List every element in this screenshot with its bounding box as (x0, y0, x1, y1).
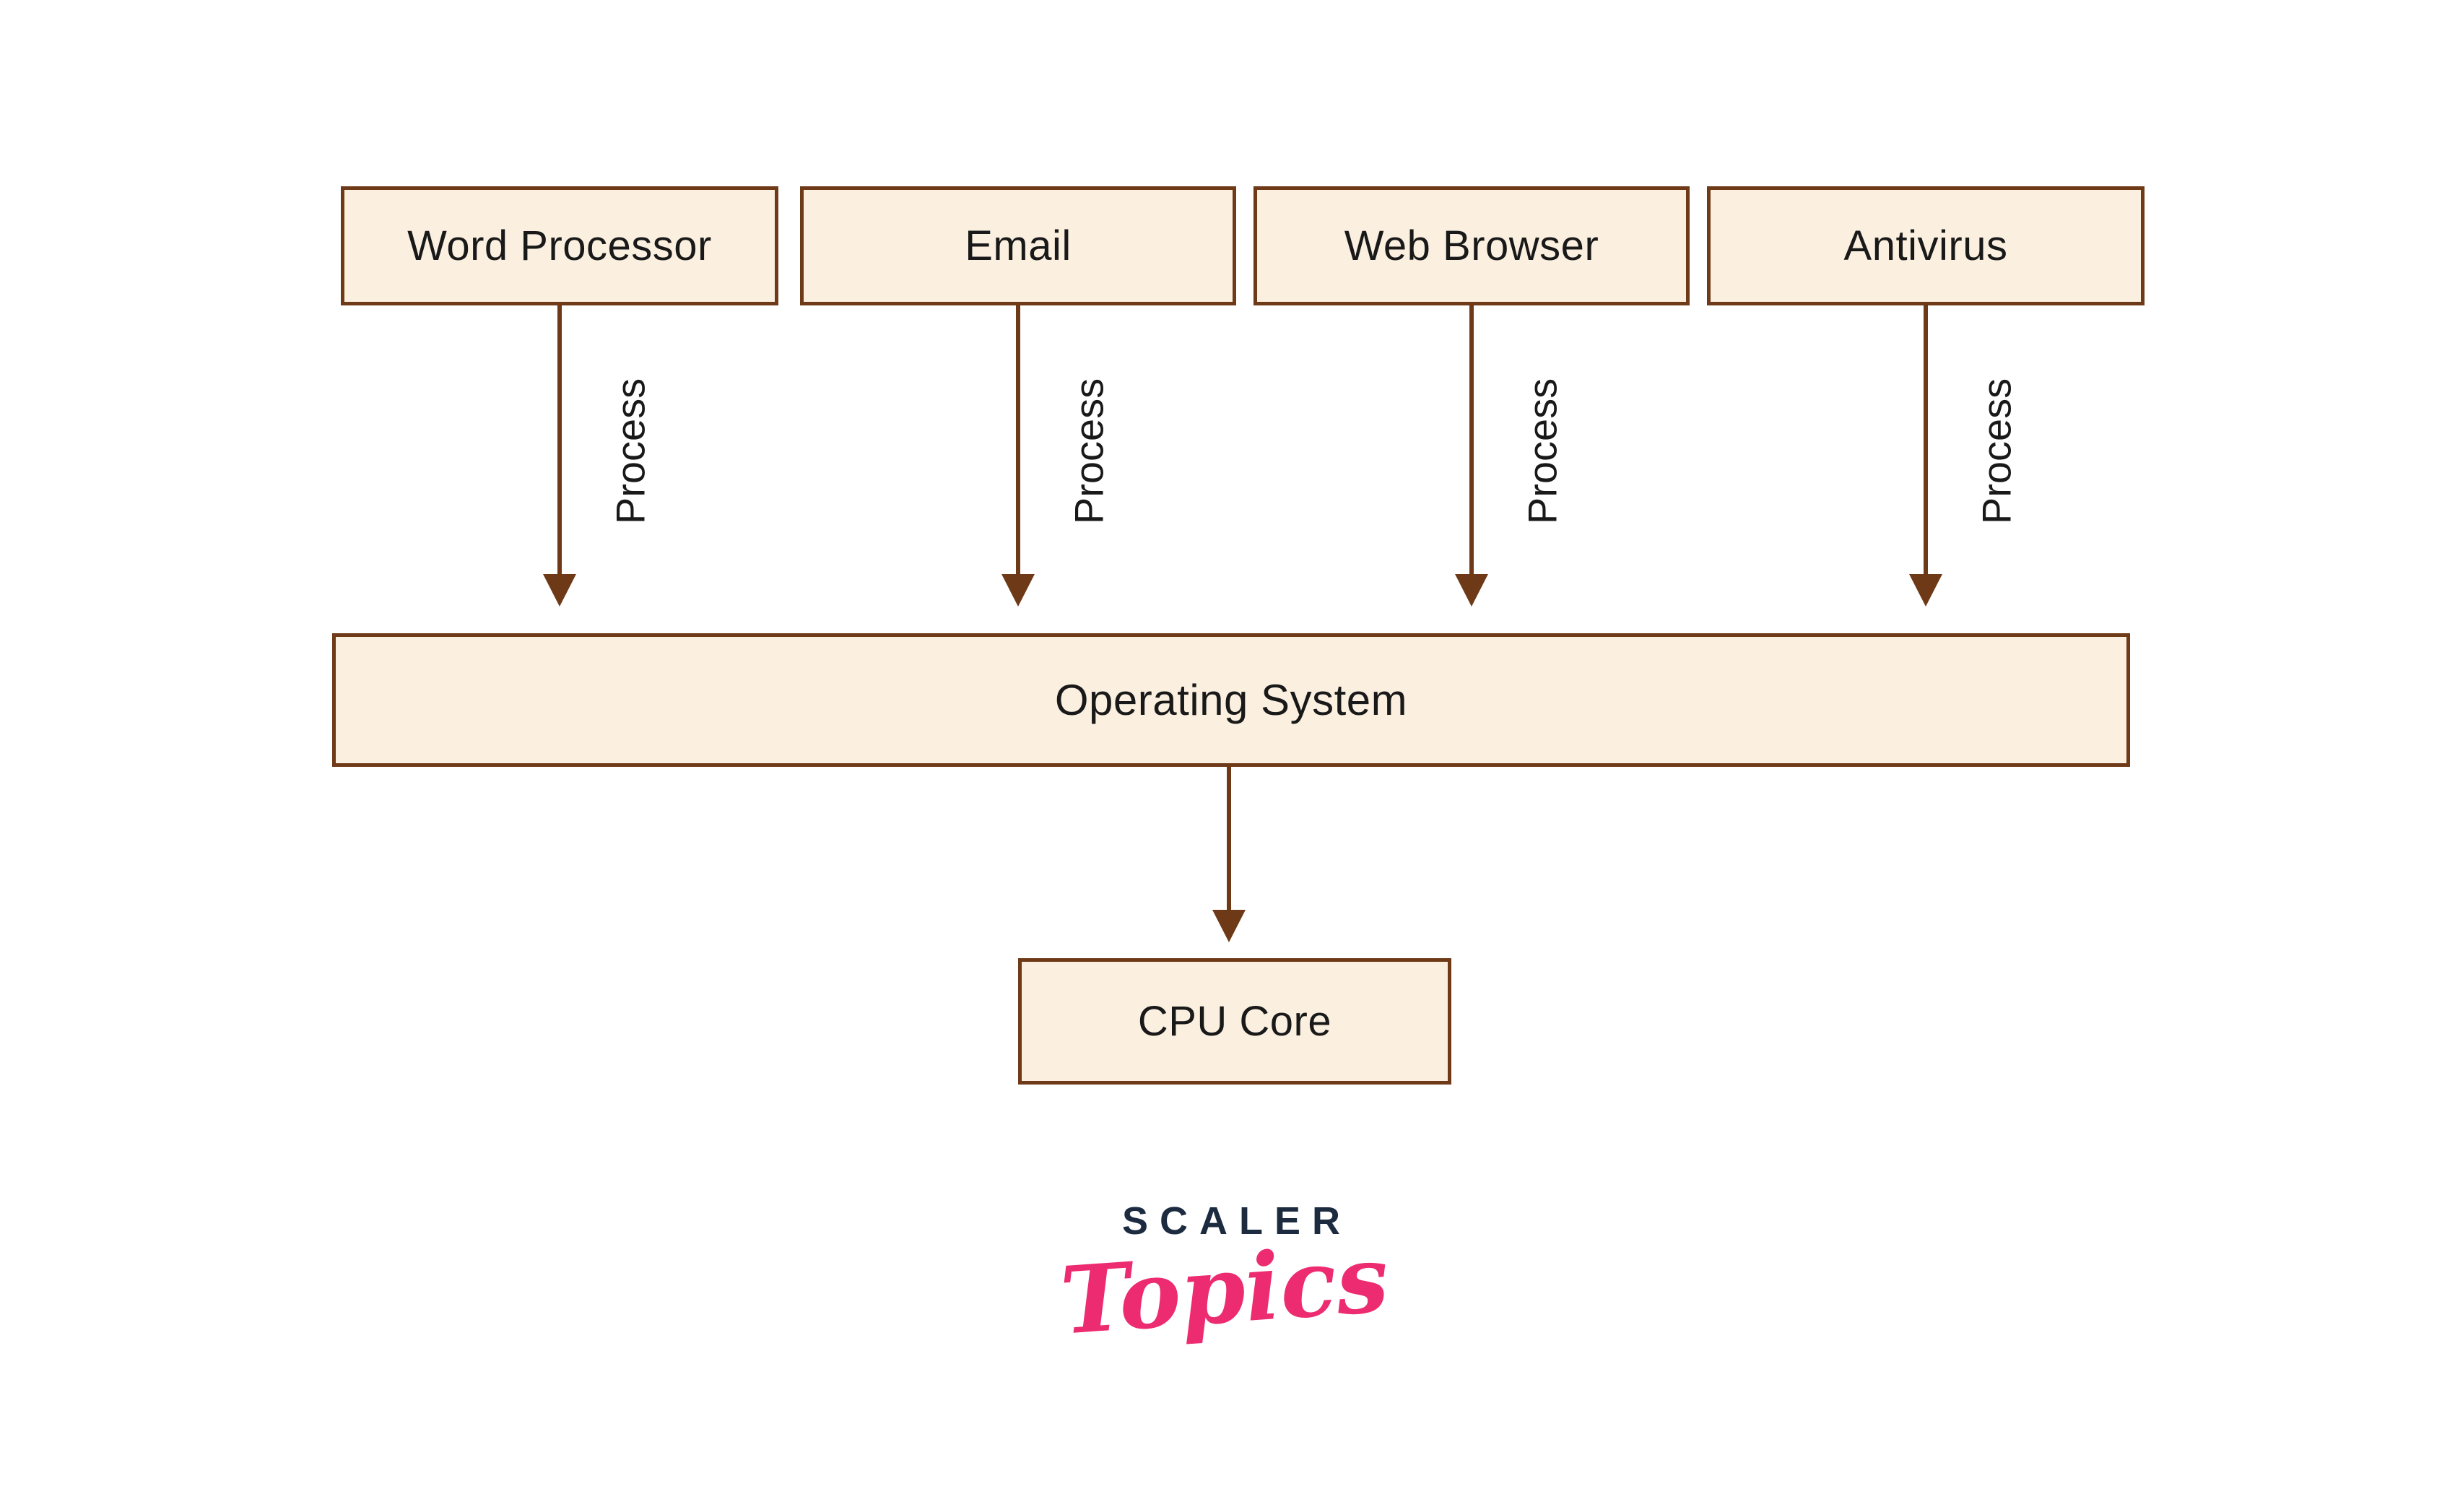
process-arrow-line (557, 305, 562, 578)
process-label: Process (1973, 378, 2020, 525)
scaler-wordmark: SCALER (1121, 1199, 1352, 1243)
app-box-word-processor: Word Processor (341, 186, 778, 305)
app-box-web-browser: Web Browser (1253, 186, 1690, 305)
app-box-label: Antivirus (1843, 222, 2008, 269)
app-box-label: Email (965, 222, 1072, 269)
process-label: Process (1066, 378, 1112, 525)
os-box-label: Operating System (1054, 676, 1408, 724)
process-arrowhead-icon (543, 574, 576, 607)
process-arrowhead-icon (1909, 574, 1942, 607)
os-cpu-arrowhead-icon (1212, 910, 1246, 942)
app-box-email: Email (800, 186, 1236, 305)
os-box: Operating System (332, 633, 2130, 767)
process-label: Process (607, 378, 653, 525)
app-box-label: Web Browser (1344, 222, 1599, 269)
topics-wordmark: Topics (1057, 1225, 1392, 1356)
process-label: Process (1519, 378, 1565, 525)
cpu-box-label: CPU Core (1137, 998, 1332, 1045)
process-arrow-line (1469, 305, 1474, 578)
process-arrowhead-icon (1455, 574, 1488, 607)
process-arrow-line (1016, 305, 1020, 578)
process-arrowhead-icon (1001, 574, 1035, 607)
app-box-antivirus: Antivirus (1707, 186, 2145, 305)
os-cpu-arrow-line (1227, 767, 1231, 911)
cpu-box: CPU Core (1018, 958, 1451, 1085)
app-box-label: Word Processor (407, 222, 712, 269)
process-arrow-line (1924, 305, 1928, 578)
